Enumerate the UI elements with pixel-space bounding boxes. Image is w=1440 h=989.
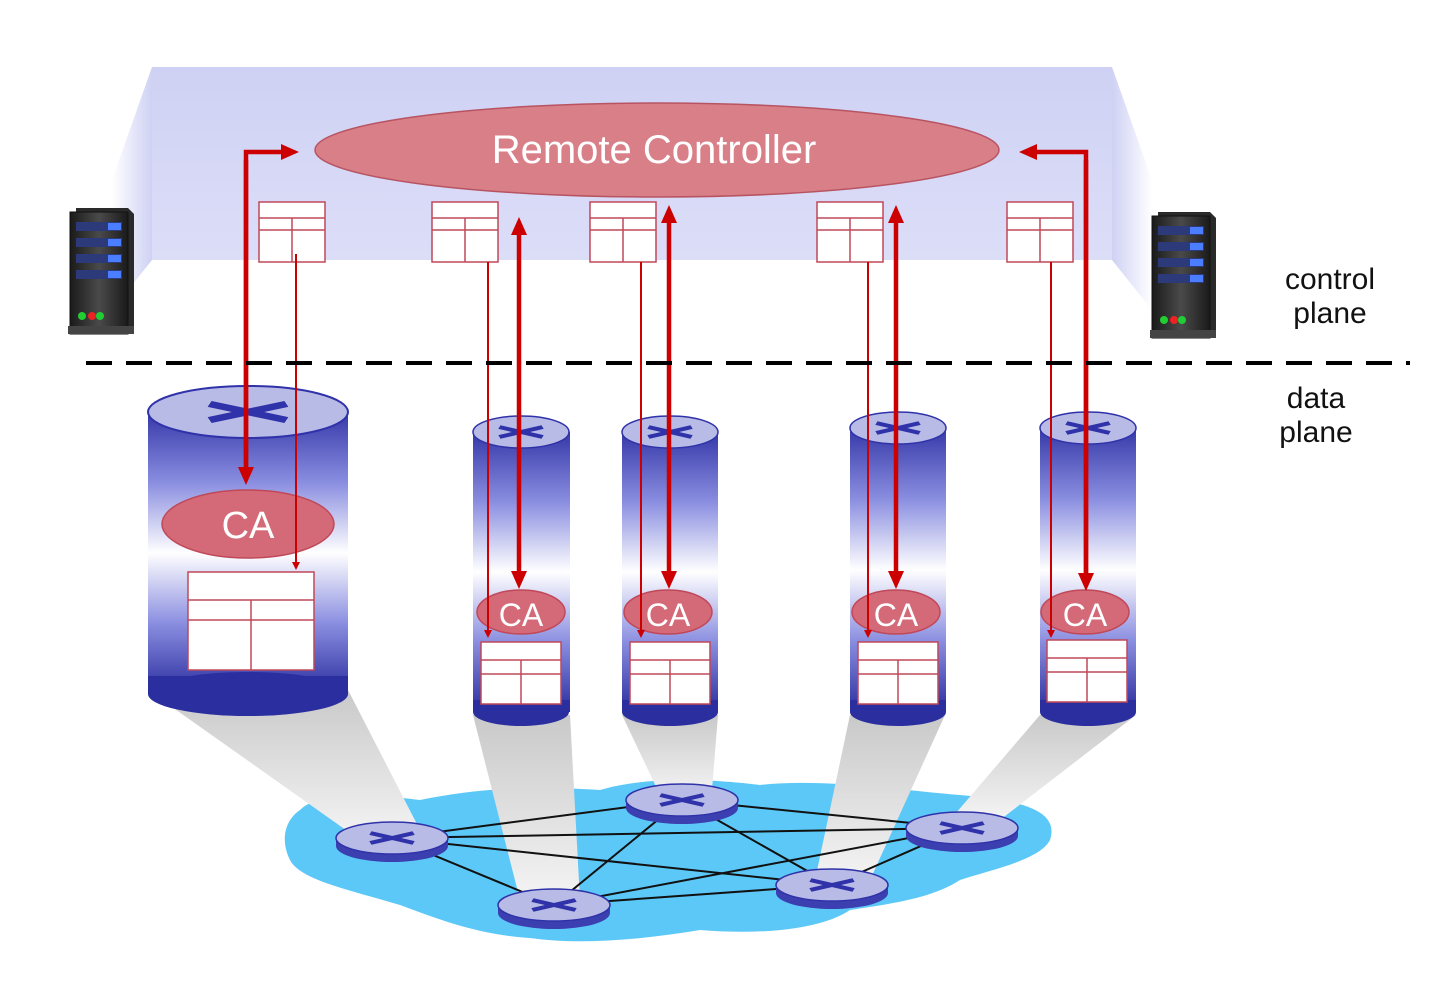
controller-flow-tables [258, 201, 1074, 263]
control-agent [851, 589, 941, 635]
flow-table-icon [1006, 201, 1074, 263]
control-agent-label: CA [646, 597, 691, 633]
flow-table-icon [816, 201, 884, 263]
flow-table-icon [187, 571, 315, 671]
network-router-icon [775, 868, 889, 909]
flow-table-install-arrows [292, 254, 1055, 638]
control-agent-label: CA [874, 597, 919, 633]
data-plane-label-line2: plane [1279, 416, 1352, 449]
control-agent-label: CA [1063, 597, 1108, 633]
router-projection-cones [148, 690, 1136, 900]
router-r1: CA [147, 385, 349, 716]
flow-table-icon [629, 641, 711, 705]
flow-table-icon [480, 641, 562, 705]
control-agent [161, 489, 335, 559]
flow-table-icon [857, 641, 939, 705]
network-router-icon [335, 821, 449, 862]
control-agent [623, 589, 713, 635]
flow-table-icon [589, 201, 657, 263]
remote-controller: Remote Controller [314, 102, 1000, 198]
server-icon [1150, 212, 1216, 339]
data-plane-label-line1: data [1287, 382, 1346, 415]
control-agent [476, 589, 566, 635]
flow-table-icon [1046, 639, 1128, 703]
control-agent-label: CA [222, 505, 275, 547]
server-icon [68, 208, 134, 335]
control-plane-label-line1: control [1285, 263, 1375, 296]
control-channel-arrows [238, 144, 1094, 591]
remote-controller-label: Remote Controller [492, 128, 817, 172]
network-router-icon [905, 811, 1019, 852]
flow-table-icon [431, 201, 499, 263]
network-router-icon [625, 783, 739, 824]
control-agent-label: CA [499, 597, 544, 633]
flow-table-icon [258, 201, 326, 263]
control-plane-label-line2: plane [1293, 297, 1366, 330]
network-router-icon [497, 888, 611, 929]
